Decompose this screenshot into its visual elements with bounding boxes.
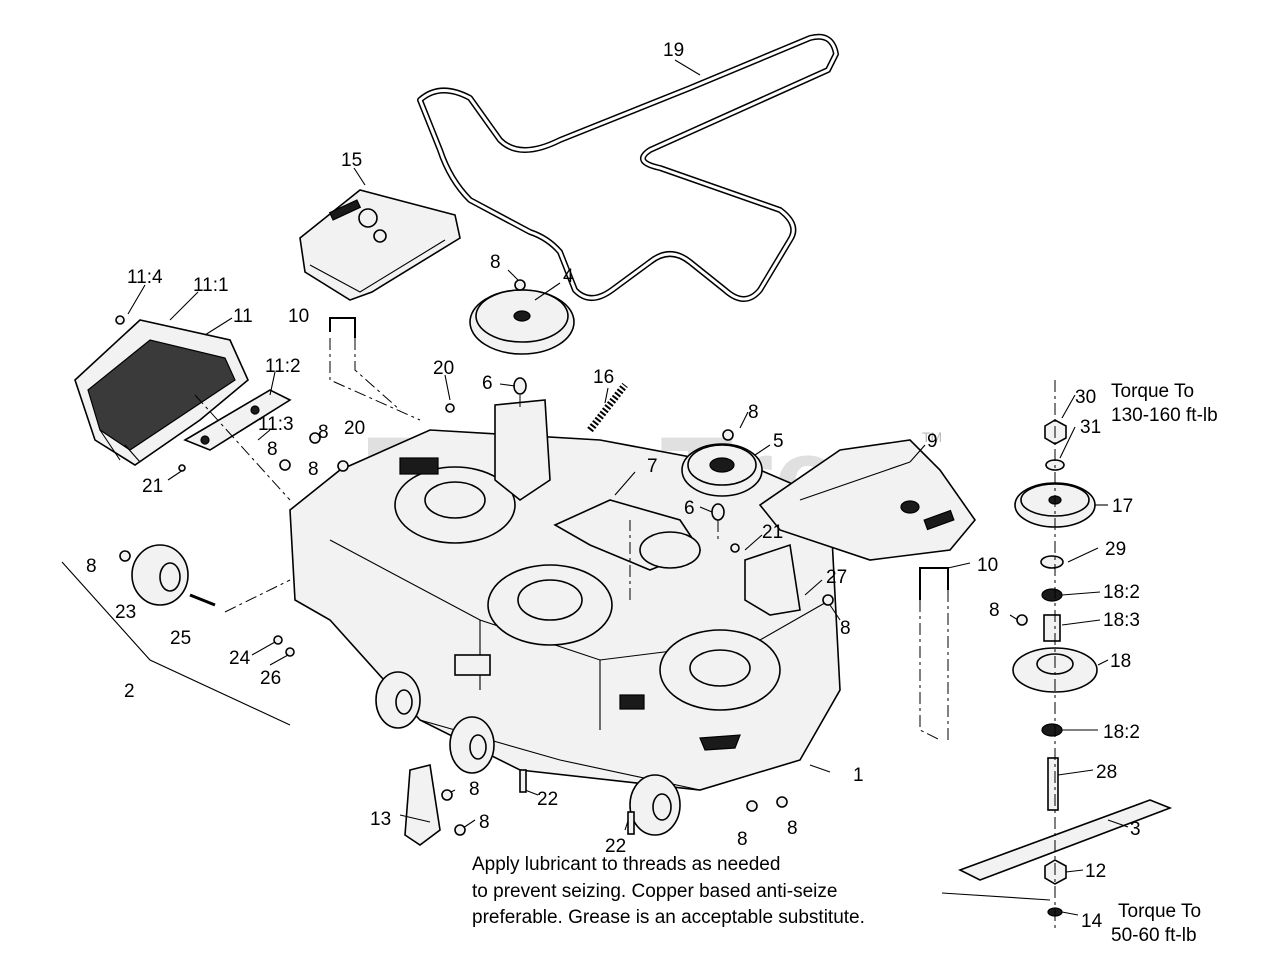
mower-deck <box>289 429 841 791</box>
callout-8: 8 <box>737 829 748 850</box>
u-bolts <box>329 317 949 600</box>
callout-4: 4 <box>563 266 574 287</box>
trademark-mark: TM <box>922 429 942 445</box>
callout-22: 22 <box>537 789 558 810</box>
callout-8: 8 <box>479 812 490 833</box>
callout-8: 8 <box>840 618 851 639</box>
callout-12: 12 <box>1085 861 1106 882</box>
caster-wheel <box>131 544 216 607</box>
callout-8: 8 <box>989 600 1000 621</box>
callout-8: 8 <box>318 422 329 443</box>
callout-18-2: 18:2 <box>1103 722 1140 743</box>
callout-26: 26 <box>260 668 281 689</box>
bracket-27 <box>744 543 801 616</box>
callout-20: 20 <box>344 418 365 439</box>
torque-note-top-line1: Torque To <box>1111 381 1194 402</box>
callout-16: 16 <box>593 367 614 388</box>
callout-10: 10 <box>977 555 998 576</box>
lubricant-note-line1: Apply lubricant to threads as needed <box>472 854 780 875</box>
torque-note-bottom-line2: 50-60 ft-lb <box>1111 925 1197 946</box>
callout-14: 14 <box>1081 911 1103 932</box>
hardware-nuts <box>115 279 1028 836</box>
belt-cover-left <box>299 189 461 301</box>
callout-10: 10 <box>288 306 309 327</box>
callout-31: 31 <box>1080 417 1101 438</box>
callout-13: 13 <box>370 809 391 830</box>
shield-bracket <box>183 389 292 451</box>
callout-1: 1 <box>853 765 864 786</box>
callout-15: 15 <box>341 150 362 171</box>
callout-30: 30 <box>1075 387 1096 408</box>
callout-24: 24 <box>229 648 251 669</box>
idler-arm <box>553 499 702 571</box>
callout-28: 28 <box>1096 762 1117 783</box>
callout-8: 8 <box>86 556 97 577</box>
callout-23: 23 <box>115 602 136 623</box>
callout-2: 2 <box>124 681 135 702</box>
lubricant-note-line3: preferable. Grease is an acceptable subs… <box>472 907 865 928</box>
callout-21: 21 <box>142 476 163 497</box>
discharge-bracket <box>404 764 441 846</box>
callout-11-3: 11:3 <box>258 414 294 435</box>
callout-18-3: 18:3 <box>1103 610 1140 631</box>
callout-9: 9 <box>927 431 938 452</box>
callout-5: 5 <box>773 431 784 452</box>
callout-18-2: 18:2 <box>1103 582 1140 603</box>
callout-8: 8 <box>748 402 759 423</box>
deck-wheels <box>375 671 681 836</box>
callout-6: 6 <box>482 373 493 394</box>
callout-8: 8 <box>267 439 278 460</box>
callout-11-1: 11:1 <box>193 275 229 296</box>
lubricant-note-line2: to prevent seizing. Copper based anti-se… <box>472 881 837 902</box>
callout-8: 8 <box>469 779 480 800</box>
callout-11: 11 <box>233 306 253 327</box>
callout-8: 8 <box>308 459 319 480</box>
callout-8: 8 <box>490 252 501 273</box>
pulley-bracket <box>494 399 551 501</box>
callout-22: 22 <box>605 836 626 857</box>
callout-8: 8 <box>787 818 798 839</box>
torque-note-top-line2: 130-160 ft-lb <box>1111 405 1218 426</box>
tension-spring <box>587 382 628 433</box>
deck-shield <box>74 319 249 466</box>
callout-6: 6 <box>684 498 695 519</box>
alignment-lines <box>61 338 1056 930</box>
drive-belt <box>417 33 839 302</box>
callout-21: 21 <box>762 522 783 543</box>
callout-27: 27 <box>826 567 847 588</box>
callout-19: 19 <box>663 40 684 61</box>
callout-29: 29 <box>1105 539 1126 560</box>
belt-cover-right <box>758 439 977 561</box>
callout-25: 25 <box>170 628 191 649</box>
callout-3: 3 <box>1130 819 1141 840</box>
callout-17: 17 <box>1112 496 1133 517</box>
idler-pulley-5 <box>681 443 763 521</box>
leader-lines <box>127 59 1129 916</box>
callout-11-2: 11:2 <box>265 356 301 377</box>
callout-20: 20 <box>433 358 454 379</box>
spindle-assembly <box>957 419 1173 917</box>
callout-7: 7 <box>647 456 658 477</box>
torque-note-bottom-line1: Torque To <box>1118 901 1201 922</box>
idler-pulley-4 <box>469 289 575 395</box>
callout-11-4: 11:4 <box>127 267 163 288</box>
callout-18: 18 <box>1110 651 1131 672</box>
